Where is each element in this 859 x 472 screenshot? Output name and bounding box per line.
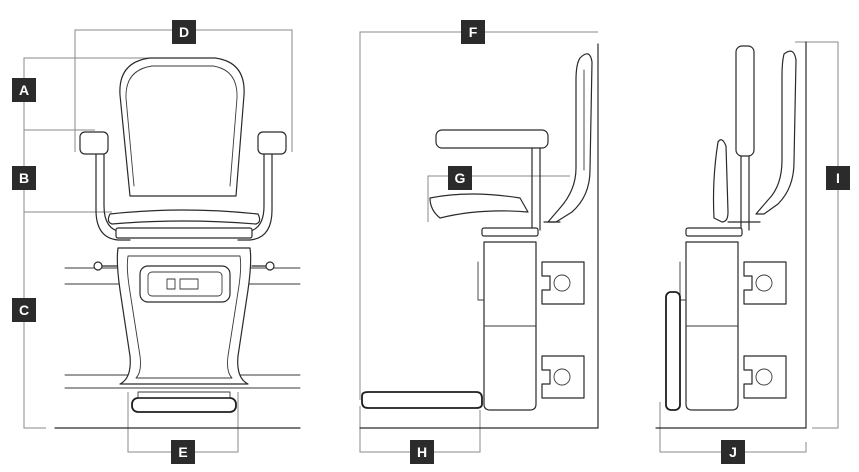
dimension-abc-line <box>23 57 185 429</box>
front-footrest <box>131 397 237 413</box>
folded-seat <box>712 139 729 223</box>
front-seat <box>107 209 261 225</box>
svg-text:J: J <box>729 444 737 460</box>
svg-text:C: C <box>19 302 29 318</box>
svg-text:F: F <box>469 24 478 40</box>
front-left-arm-frame <box>95 149 131 241</box>
label-f: F <box>461 20 485 44</box>
dimension-f-line <box>359 31 598 400</box>
front-right-armrest-pad <box>257 131 287 155</box>
folded-wall <box>655 41 807 429</box>
label-c: C <box>12 298 36 322</box>
svg-text:H: H <box>417 444 427 460</box>
label-g: G <box>448 166 472 190</box>
front-control-panel <box>139 265 231 303</box>
folded-view <box>655 41 807 429</box>
svg-text:D: D <box>179 24 189 40</box>
front-left-armrest-pad <box>79 131 109 155</box>
svg-text:G: G <box>455 170 466 186</box>
label-j: J <box>721 440 745 464</box>
folded-rail-brackets <box>743 261 787 399</box>
side-armrest <box>435 129 549 149</box>
label-e: E <box>171 440 195 464</box>
folded-backrest <box>755 50 797 215</box>
svg-text:E: E <box>178 444 187 460</box>
folded-armrest <box>735 45 755 157</box>
side-footrest <box>361 391 483 409</box>
svg-text:A: A <box>19 82 29 98</box>
label-h: H <box>410 440 434 464</box>
label-d: D <box>172 20 196 44</box>
front-right-arm-frame <box>237 149 273 241</box>
side-seat-base <box>481 227 539 237</box>
front-backrest <box>119 57 245 197</box>
front-view <box>54 57 301 429</box>
front-seat-base <box>115 227 253 239</box>
dimension-i-line <box>795 41 839 429</box>
svg-text:I: I <box>836 170 840 186</box>
side-seat <box>429 193 529 219</box>
side-view <box>359 43 599 429</box>
label-i: I <box>826 166 850 190</box>
dimension-g-line <box>427 175 570 222</box>
side-wall <box>359 43 599 429</box>
label-a: A <box>12 78 36 102</box>
label-badges: A B C D E F G H <box>12 20 850 464</box>
svg-text:B: B <box>19 170 29 186</box>
label-b: B <box>12 166 36 190</box>
side-rail-brackets <box>541 261 585 399</box>
side-backrest <box>547 53 593 223</box>
folded-footrest <box>665 291 681 411</box>
side-armrest-post <box>531 147 541 231</box>
